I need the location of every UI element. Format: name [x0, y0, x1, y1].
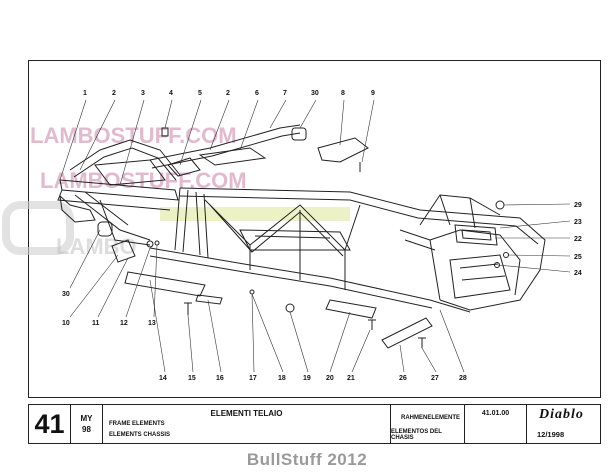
model-year-value: 98: [82, 425, 91, 434]
title-spanish: ELEMENTOS DEL CHASIS: [391, 429, 442, 441]
title-french: ELEMENTS CHASSIS: [109, 432, 171, 438]
brand-cell: Diablo 12/1998: [527, 405, 600, 443]
callout-label: 4: [169, 90, 173, 97]
callout-label: 28: [459, 375, 467, 382]
callout-label: 29: [574, 202, 582, 209]
callout-label: 10: [62, 320, 70, 327]
watermark-text: LAMBO: [56, 234, 137, 259]
callout-label: 27: [431, 375, 439, 382]
callout-label: 24: [574, 270, 582, 277]
callout-label: 30: [62, 291, 70, 298]
title-italian: ELEMENTI TELAIO: [210, 409, 283, 418]
callout-label: 6: [255, 90, 259, 97]
callout-label: 30: [311, 90, 319, 97]
leader-lines: [59, 99, 571, 373]
model-year-label: MY: [80, 414, 93, 423]
callout-label: 23: [574, 219, 582, 226]
drawing-frame: [28, 60, 601, 398]
callout-label: 3: [141, 90, 145, 97]
callout-label: 18: [278, 375, 286, 382]
chassis-frame-drawing: [57, 124, 546, 349]
callout-label: 19: [303, 375, 311, 382]
page-number: 41: [29, 405, 71, 443]
callout-label: 12: [120, 320, 128, 327]
watermark-logo: [2, 201, 74, 255]
callout-label: 13: [148, 320, 156, 327]
callout-label: 25: [574, 254, 582, 261]
callout-label: 20: [326, 375, 334, 382]
callout-label: 8: [341, 90, 345, 97]
callout-label: 1: [83, 90, 87, 97]
callout-label: 2: [226, 90, 230, 97]
callout-label: 15: [188, 375, 196, 382]
title-english: FRAME ELEMENTS: [109, 421, 165, 427]
title-block: 41 MY 98 ELEMENTI TELAIO FRAME ELEMENTS …: [28, 404, 601, 444]
callout-label: 16: [216, 375, 224, 382]
footer-watermark: BullStuff 2012: [246, 450, 368, 469]
model-year: MY 98: [71, 405, 103, 443]
callout-labels: 1 2 3 4 5 2 6 7 30 8 9 30 10 11 12 13 14…: [62, 90, 582, 382]
title-german: RAHMENELEMENTE: [400, 415, 460, 421]
callout-label: 5: [198, 90, 202, 97]
brand-logo: Diablo: [539, 407, 584, 422]
callout-label: 22: [574, 236, 582, 243]
callout-label: 9: [371, 90, 375, 97]
callout-label: 7: [283, 90, 287, 97]
watermark-text: LAMBOSTUFF.COM: [30, 123, 237, 148]
drawing-code: 41.01.00: [481, 410, 510, 417]
title-description: ELEMENTI TELAIO FRAME ELEMENTS ELEMENTS …: [103, 405, 391, 443]
callout-label: 2: [112, 90, 116, 97]
watermark-band: [160, 207, 350, 221]
callout-label: 21: [347, 375, 355, 382]
callout-label: 11: [92, 320, 100, 327]
drawing-code-cell: 41.01.00: [465, 405, 527, 443]
callout-label: 17: [249, 375, 257, 382]
title-description-secondary: RAHMENELEMENTE ELEMENTOS DEL CHASIS: [391, 405, 465, 443]
callout-label: 26: [399, 375, 407, 382]
callout-label: 14: [159, 375, 167, 382]
revision-date: 12/1998: [537, 430, 565, 439]
